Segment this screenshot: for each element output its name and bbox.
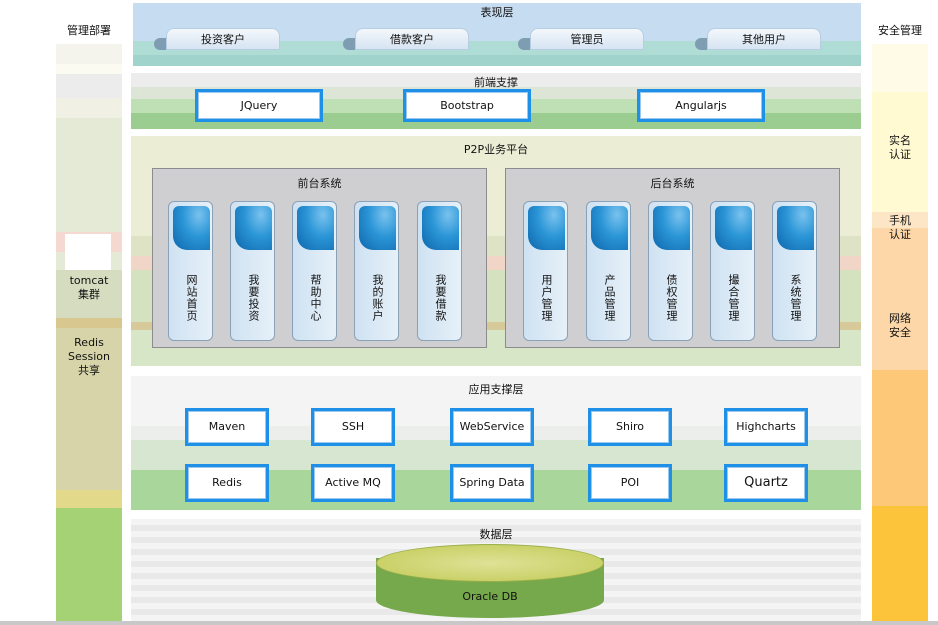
security-item-network-2: 安全	[889, 326, 911, 339]
front-module-account: 我的账户	[354, 201, 399, 341]
tomcat-label-2: 集群	[78, 288, 100, 301]
app-webservice: WebService	[450, 408, 534, 446]
redis-label-2: Session	[68, 350, 110, 363]
security-item-realname-1: 实名	[889, 134, 911, 147]
redis-label-3: 共享	[78, 364, 100, 377]
app-highcharts: Highcharts	[724, 408, 808, 446]
front-module-home: 网站首页	[168, 201, 213, 341]
back-module-users: 用户管理	[523, 201, 568, 341]
module-icon	[297, 206, 334, 250]
module-icon	[359, 206, 396, 250]
role-borrower: 借款客户	[355, 28, 469, 50]
module-icon	[715, 206, 752, 250]
left-column-title: 管理部署	[67, 24, 111, 37]
presentation-layer-title: 表现层	[480, 6, 514, 19]
role-tab-tail	[518, 38, 532, 50]
security-item-phone-2: 认证	[889, 228, 911, 241]
security-item-realname-2: 认证	[889, 148, 911, 161]
app-support-title: 应用支撑层	[468, 383, 524, 396]
module-label: 系统管理	[789, 274, 802, 322]
role-other: 其他用户	[707, 28, 821, 50]
database-cylinder-top	[376, 544, 604, 582]
front-module-invest: 我要投资	[230, 201, 275, 341]
module-icon	[591, 206, 628, 250]
module-icon	[528, 206, 565, 250]
module-label: 我要借款	[434, 274, 447, 322]
back-module-system: 系统管理	[772, 201, 817, 341]
app-spring-data: Spring Data	[450, 464, 534, 502]
right-column-security	[872, 0, 928, 622]
app-redis: Redis	[185, 464, 269, 502]
module-label: 用户管理	[540, 274, 553, 322]
module-icon	[173, 206, 210, 250]
redis-label-1: Redis	[74, 336, 104, 349]
module-label: 我的账户	[371, 274, 384, 322]
front-module-borrow: 我要借款	[417, 201, 462, 341]
role-admin: 管理员	[530, 28, 644, 50]
bottom-divider	[0, 621, 938, 625]
back-module-matching: 撮合管理	[710, 201, 755, 341]
back-system-title: 后台系统	[650, 177, 695, 190]
module-label: 撮合管理	[727, 274, 740, 322]
security-item-phone-1: 手机	[889, 214, 911, 227]
module-label: 帮助中心	[309, 274, 322, 322]
module-icon	[235, 206, 272, 250]
frontend-angularjs: Angularjs	[637, 89, 765, 122]
module-icon	[422, 206, 459, 250]
data-layer-title: 数据层	[479, 528, 513, 541]
tomcat-logo	[65, 234, 111, 270]
front-system-title: 前台系统	[297, 177, 342, 190]
app-shiro: Shiro	[588, 408, 672, 446]
module-label: 债权管理	[665, 274, 678, 322]
database-label: Oracle DB	[462, 590, 518, 603]
frontend-jquery: JQuery	[195, 89, 323, 122]
front-module-help: 帮助中心	[292, 201, 337, 341]
app-activemq: Active MQ	[311, 464, 395, 502]
app-ssh: SSH	[311, 408, 395, 446]
frontend-support-title: 前端支撑	[474, 76, 518, 89]
p2p-platform-title: P2P业务平台	[463, 143, 529, 156]
role-investor: 投资客户	[166, 28, 280, 50]
module-label: 产品管理	[603, 274, 616, 322]
left-column-management	[56, 0, 122, 622]
role-tab-tail	[695, 38, 709, 50]
app-poi: POI	[588, 464, 672, 502]
tomcat-label-1: tomcat	[69, 274, 109, 287]
frontend-bootstrap: Bootstrap	[403, 89, 531, 122]
app-maven: Maven	[185, 408, 269, 446]
module-icon	[777, 206, 814, 250]
module-label: 网站首页	[185, 274, 198, 322]
back-module-products: 产品管理	[586, 201, 631, 341]
back-module-creditor: 债权管理	[648, 201, 693, 341]
module-label: 我要投资	[247, 274, 260, 322]
app-quartz: Quartz	[724, 464, 808, 502]
right-column-title: 安全管理	[878, 24, 922, 37]
role-tab-tail	[343, 38, 357, 50]
security-item-network-1: 网络	[889, 312, 911, 325]
role-tab-tail	[154, 38, 168, 50]
module-icon	[653, 206, 690, 250]
